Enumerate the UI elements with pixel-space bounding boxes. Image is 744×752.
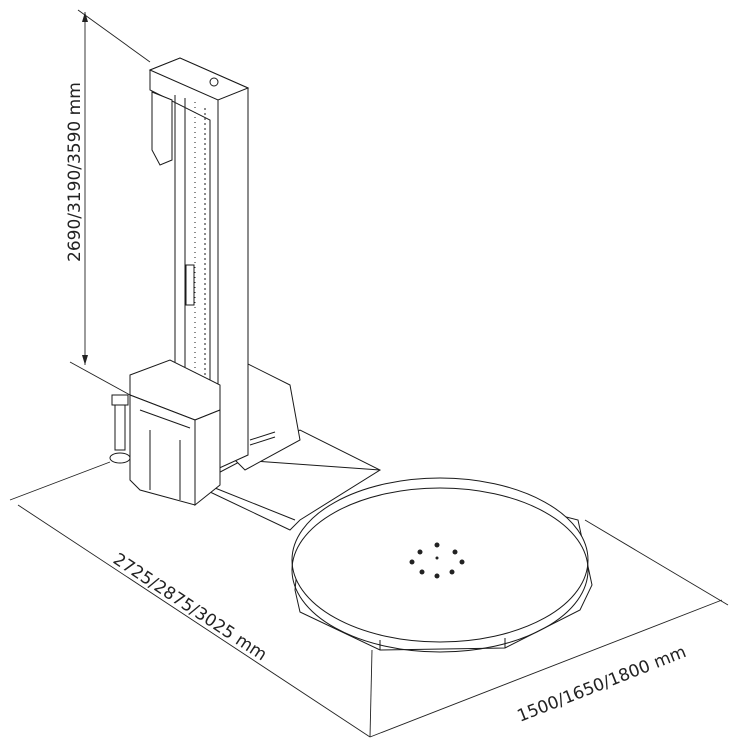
film-carriage bbox=[129, 359, 221, 507]
height-label: 2690/3190/3590 mm bbox=[65, 82, 85, 262]
width-label: 1500/1650/1800 mm bbox=[515, 642, 690, 726]
length-label: 2725/2875/3025 mm bbox=[109, 549, 270, 665]
control-post bbox=[109, 394, 131, 464]
turntable bbox=[291, 477, 593, 653]
height-dimension: 2690/3190/3590 mm bbox=[65, 9, 151, 396]
